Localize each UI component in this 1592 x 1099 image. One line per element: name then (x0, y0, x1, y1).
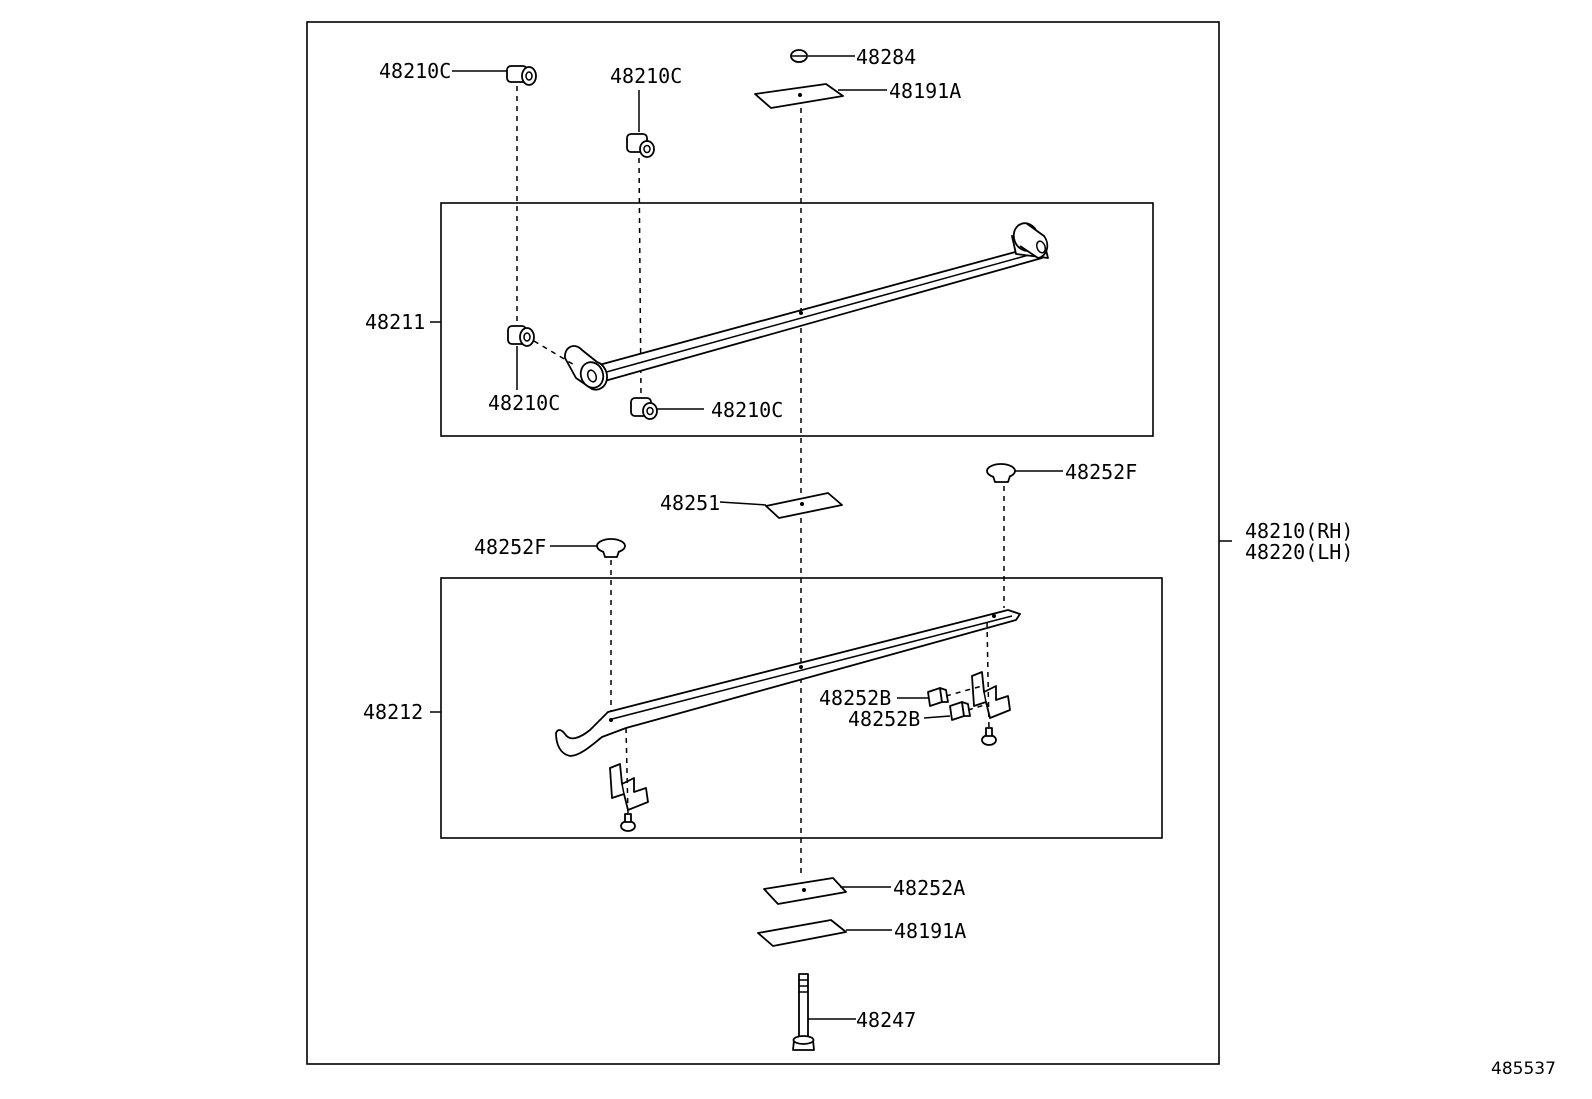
label-bushing-top-left: 48210C (379, 59, 451, 83)
plate-bottom-part (757, 919, 847, 947)
label-bushing-eye-left: 48210C (488, 391, 560, 415)
label-plate-top: 48191A (889, 79, 961, 103)
label-diagram-number: 485537 (1491, 1059, 1556, 1079)
clip-upper-part (927, 687, 949, 707)
bushing-eye-left-dash (533, 340, 577, 367)
clip-right-part (971, 671, 1011, 719)
silencer-right-part (986, 463, 1016, 483)
label-leaf-second: 48212 (363, 700, 423, 724)
nut-part (790, 49, 808, 63)
plate-top-part (754, 83, 844, 109)
silencer-left-part (596, 538, 626, 558)
label-leaf-main: 48211 (365, 310, 425, 334)
clip-lower-part (949, 701, 971, 721)
insert-leader (719, 501, 767, 506)
assembly-frame (306, 21, 1220, 1065)
label-silencer-left: 48252F (474, 535, 546, 559)
label-assembly-lh: 48220(LH) (1245, 540, 1353, 564)
label-bushing-top-mid: 48210C (610, 64, 682, 88)
clip-lower-leader (923, 715, 951, 719)
clip-left-dash (625, 727, 629, 815)
bushing-top-left-part (506, 65, 537, 86)
insert-part (765, 492, 843, 519)
leaf-second-part (555, 609, 1021, 757)
label-nut: 48284 (856, 45, 916, 69)
clip-left-part (609, 763, 649, 811)
bolt-left-part (620, 813, 636, 832)
label-center-bolt: 48247 (856, 1008, 916, 1032)
bushing-eye-left-part (507, 325, 535, 347)
center-bolt-part (792, 973, 815, 1051)
clip-lower-dash (967, 703, 989, 711)
label-bushing-eye-bottom: 48210C (711, 398, 783, 422)
clip-upper-dash (945, 685, 983, 697)
label-spacer-bottom: 48252A (893, 876, 965, 900)
label-clip-lower: 48252B (848, 707, 920, 731)
clip-right-dash (986, 621, 990, 731)
label-clip-upper: 48252B (819, 686, 891, 710)
label-plate-bottom: 48191A (894, 919, 966, 943)
bushing-eye-bottom-part (630, 397, 658, 420)
label-silencer-right: 48252F (1065, 460, 1137, 484)
leaf-main-group-frame (440, 202, 1154, 437)
bolt-right-part (981, 727, 997, 746)
label-insert: 48251 (660, 491, 720, 515)
spacer-bottom-part (763, 877, 847, 905)
leaf-main-part (564, 222, 1049, 391)
label-assembly-rh: 48210(RH) (1245, 519, 1353, 543)
bushing-top-mid-part (626, 133, 655, 158)
